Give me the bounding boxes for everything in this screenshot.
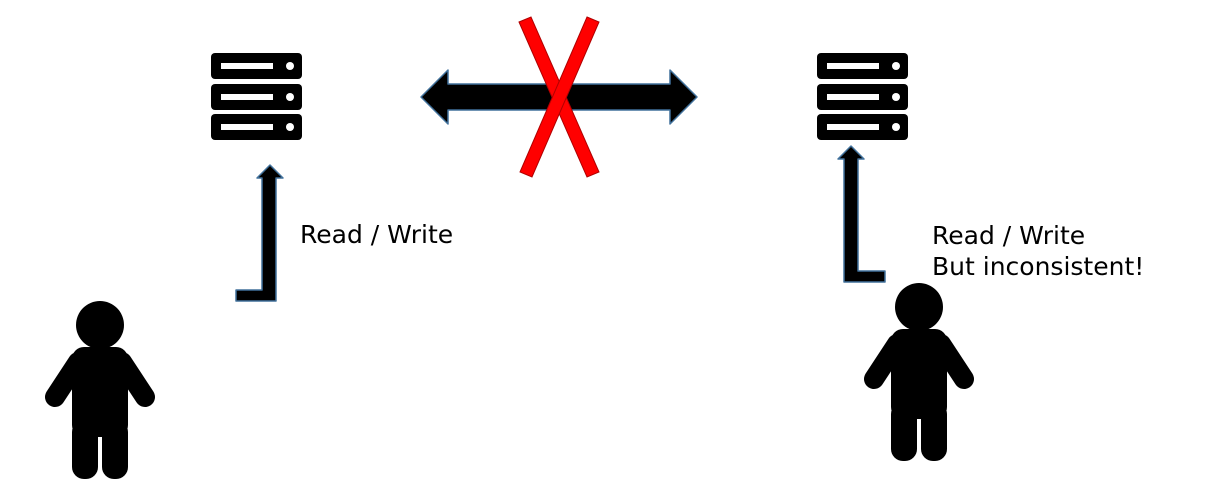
inconsistent-warning-text: But inconsistent! — [932, 252, 1145, 281]
right-person-icon — [864, 283, 974, 461]
left-person-icon — [45, 301, 155, 479]
right-bent-arrow-icon — [837, 145, 886, 283]
left-read-write-text: Read / Write — [300, 220, 454, 249]
right-server-icon — [817, 53, 908, 140]
right-action-label: Read / Write But inconsistent! — [932, 220, 1144, 282]
red-x-icon — [518, 16, 600, 178]
left-action-label: Read / Write — [300, 219, 453, 250]
left-bent-arrow-icon — [235, 164, 284, 302]
left-server-icon — [211, 53, 302, 140]
right-read-write-text: Read / Write — [932, 221, 1086, 250]
